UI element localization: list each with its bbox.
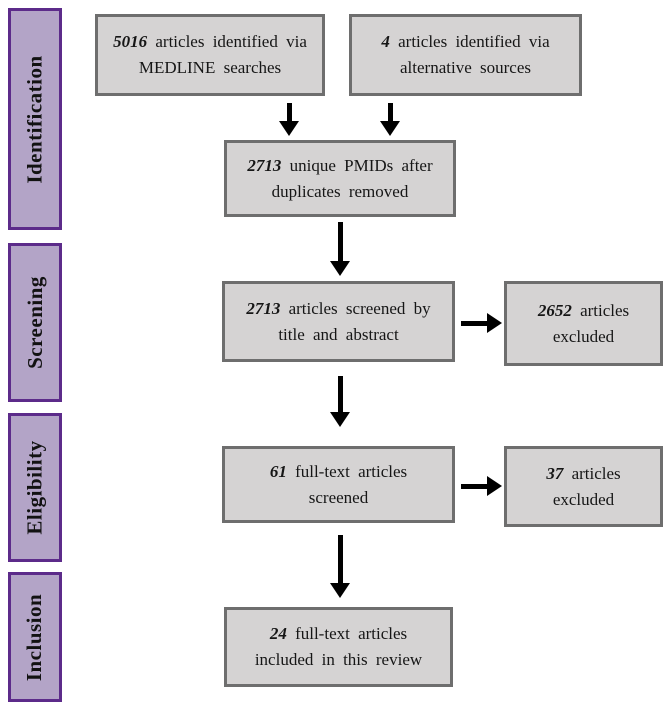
box-unique-pmids: 2713 unique PMIDs after duplicates remov…	[224, 140, 456, 217]
box-text: articles	[571, 463, 621, 483]
arrow-right-icon	[461, 476, 502, 496]
box-text: full-text articles	[295, 624, 408, 643]
article-count: 37	[546, 463, 564, 483]
box-text-line: excluded	[552, 326, 615, 346]
box-text: articles identified via	[155, 32, 307, 51]
article-count: 5016	[113, 32, 148, 51]
arrow-down-icon	[330, 222, 350, 276]
stage-eligibility: Eligibility	[8, 413, 62, 562]
arrow-shaft	[387, 103, 393, 121]
arrow-head	[380, 121, 400, 136]
arrow-head	[279, 121, 299, 136]
box-text: articles	[580, 300, 630, 320]
box-text: articles identified via	[398, 32, 550, 51]
box-title-abstract-screened: 2713 articles screened by title and abst…	[222, 281, 455, 362]
article-count: 4	[381, 32, 390, 51]
arrow-head	[487, 313, 502, 333]
article-count: 2652	[537, 300, 572, 320]
box-alternative-sources: 4 articles identified via alternative so…	[349, 14, 582, 96]
article-count: 2713	[246, 298, 281, 318]
arrow-down-icon	[380, 103, 400, 136]
box-text-line: MEDLINE searches	[138, 58, 282, 77]
box-text-line: 4 articles identified via	[381, 29, 549, 55]
article-count: 61	[269, 461, 287, 481]
arrow-head	[330, 583, 350, 598]
stage-inclusion: Inclusion	[8, 572, 62, 702]
box-text-line: duplicates removed	[271, 181, 409, 201]
box-fulltext-excluded: 37 articles excluded	[504, 446, 663, 527]
stage-eligibility-label: Eligibility	[22, 440, 47, 535]
arrow-head	[487, 476, 502, 496]
stage-screening: Screening	[8, 243, 62, 402]
arrow-right-icon	[461, 313, 502, 333]
box-text-line: 24 full-text articles	[270, 621, 407, 647]
arrow-shaft	[337, 535, 343, 583]
article-count: 2713	[247, 155, 282, 175]
box-text-line: screened	[308, 487, 369, 507]
box-text-line: title and abstract	[278, 324, 399, 344]
box-text: unique PMIDs after	[289, 155, 433, 175]
stage-identification: Identification	[8, 8, 62, 230]
box-text-line: 2652 articles	[538, 298, 629, 324]
box-text-line: included in this review	[254, 650, 423, 669]
box-text-line: 61 full-text articles	[270, 459, 407, 485]
box-text-line: alternative sources	[400, 58, 531, 77]
box-text-line: 37 articles	[546, 461, 620, 487]
box-text: full-text articles	[295, 461, 408, 481]
box-medline-identified: 5016 articles identified via MEDLINE sea…	[95, 14, 325, 96]
arrow-down-icon	[330, 535, 350, 598]
box-text: articles screened by	[288, 298, 431, 318]
arrow-shaft	[337, 376, 343, 412]
arrow-head	[330, 412, 350, 427]
box-fulltext-screened: 61 full-text articles screened	[222, 446, 455, 523]
arrow-shaft	[286, 103, 292, 121]
stage-inclusion-label: Inclusion	[22, 593, 47, 681]
arrow-down-icon	[330, 376, 350, 427]
box-included-in-review: 24 full-text articles included in this r…	[224, 607, 453, 687]
arrow-shaft	[461, 320, 487, 326]
box-text-line: excluded	[552, 489, 615, 509]
arrow-head	[330, 261, 350, 276]
arrow-shaft	[337, 222, 343, 261]
arrow-down-icon	[279, 103, 299, 136]
arrow-shaft	[461, 483, 487, 489]
article-count: 24	[269, 624, 287, 643]
stage-screening-label: Screening	[22, 276, 47, 369]
box-text-line: 5016 articles identified via	[113, 29, 307, 55]
box-text-line: 2713 unique PMIDs after	[247, 153, 432, 179]
box-screening-excluded: 2652 articles excluded	[504, 281, 663, 366]
stage-identification-label: Identification	[22, 54, 47, 184]
box-text-line: 2713 articles screened by	[246, 296, 430, 322]
